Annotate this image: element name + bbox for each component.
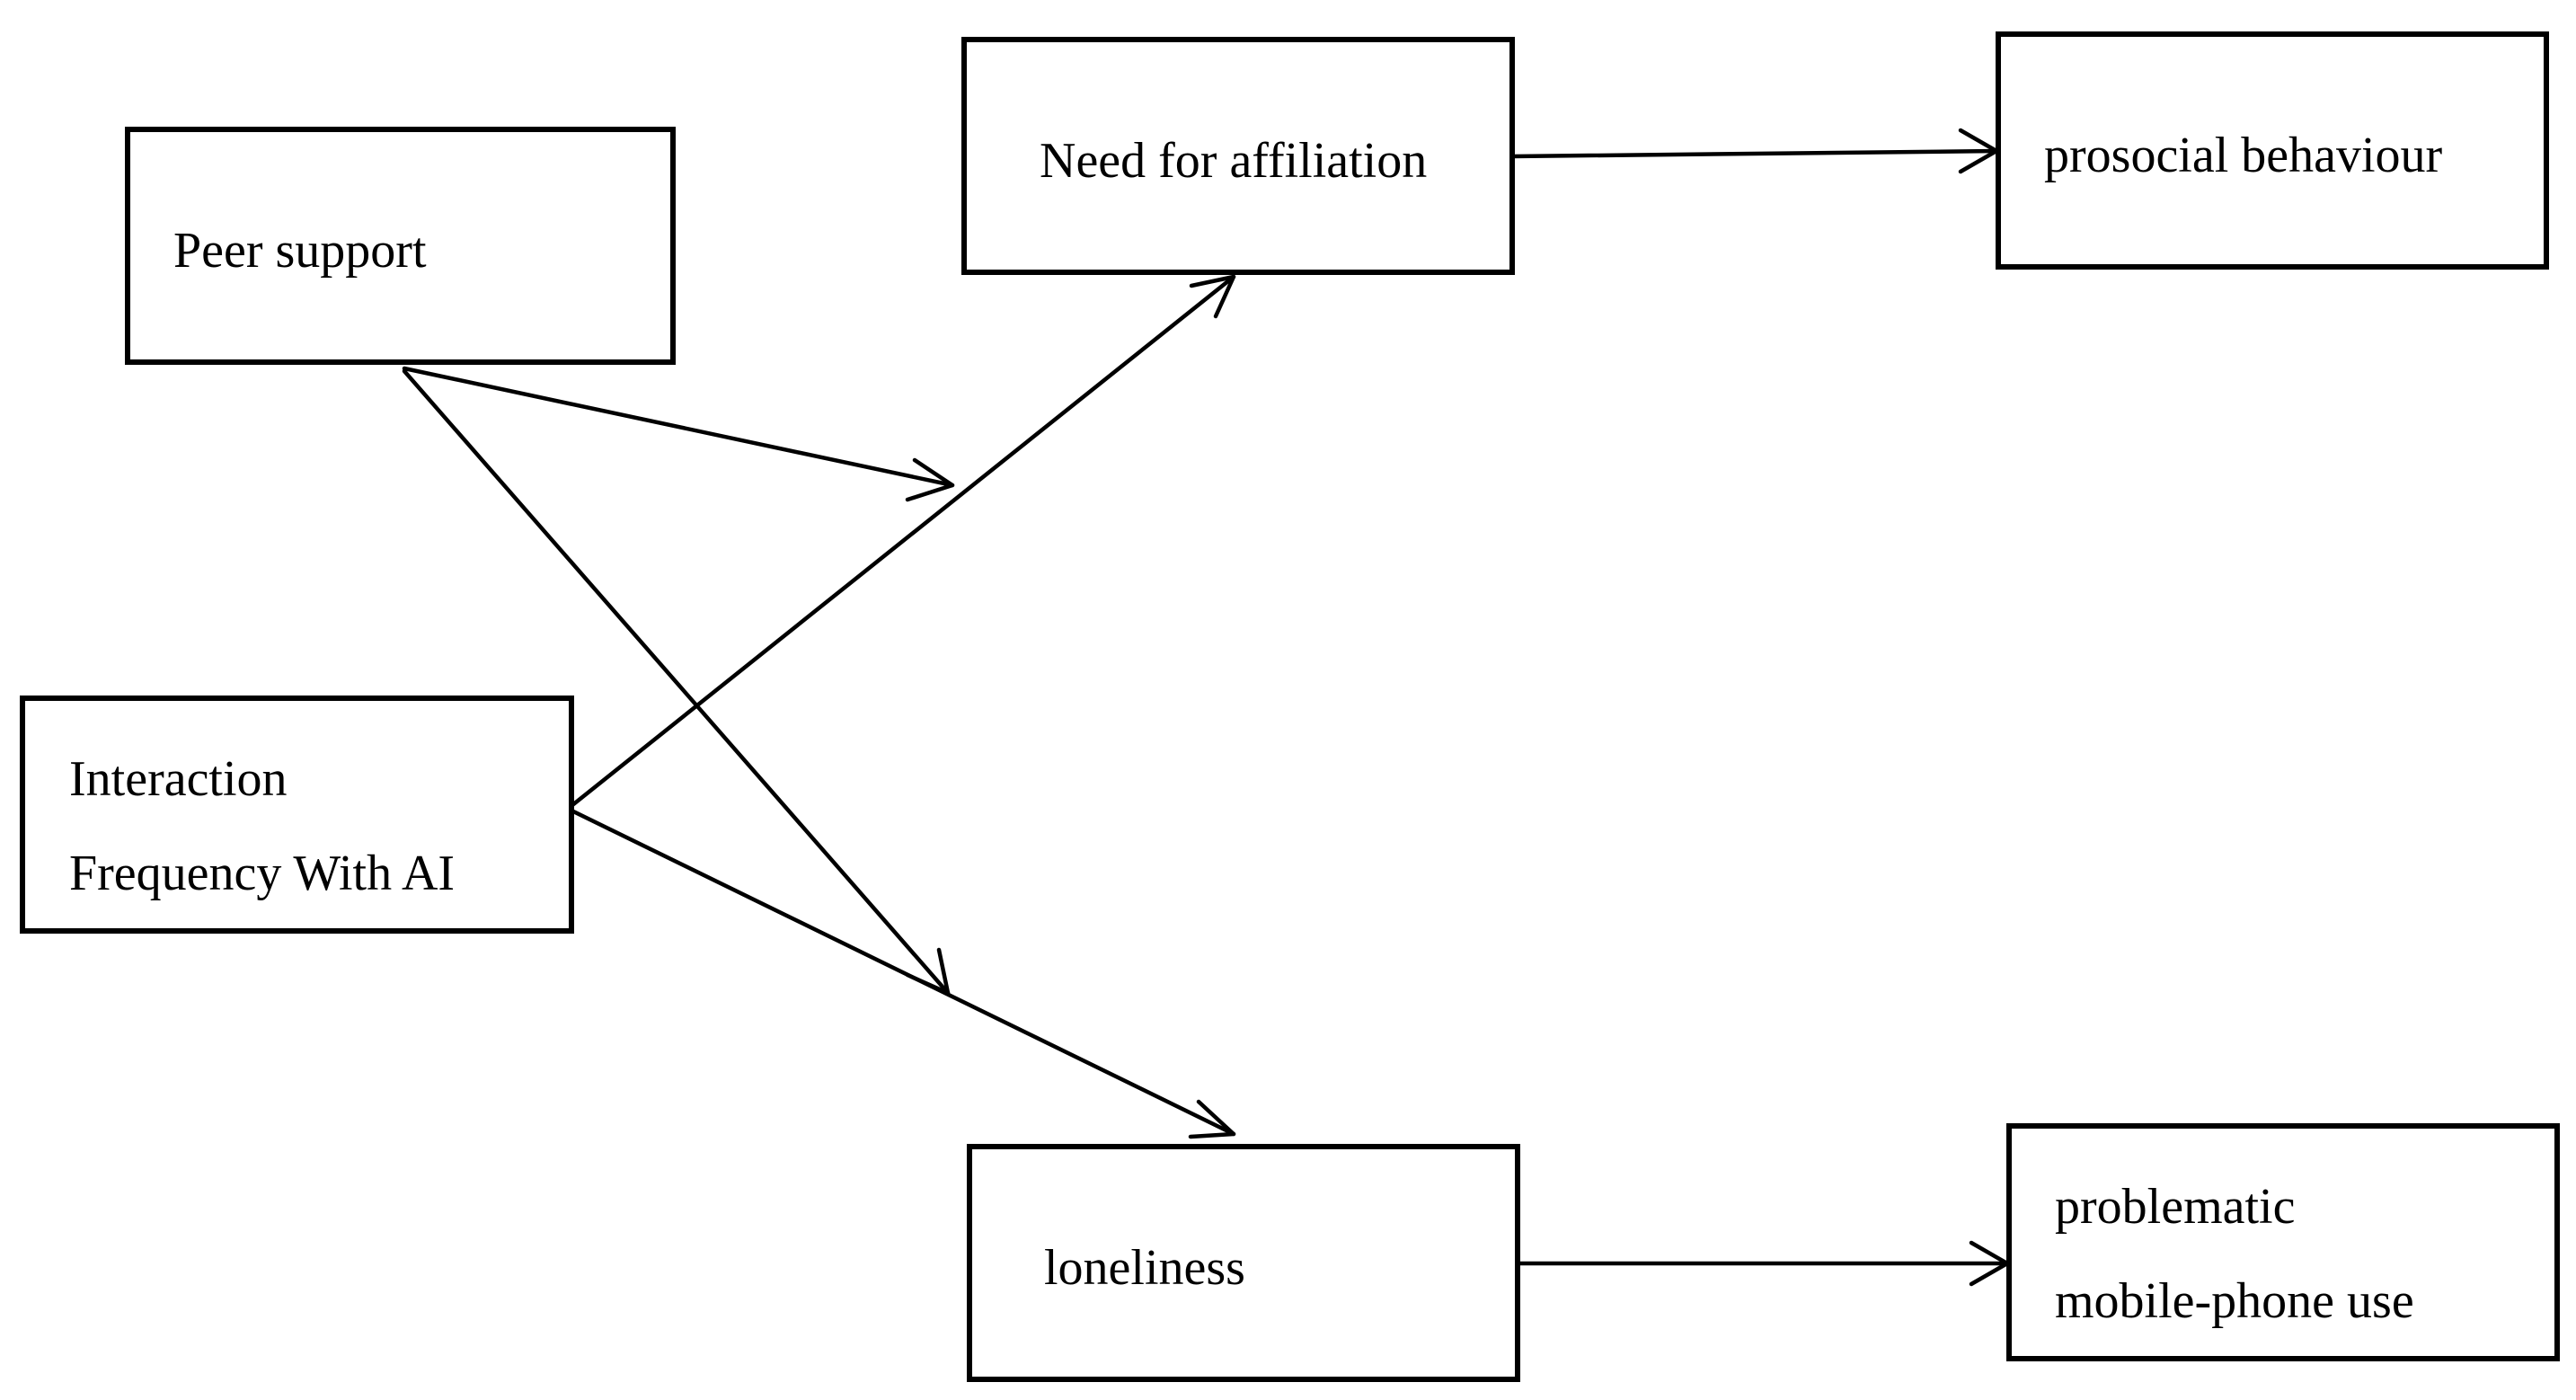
node-problematic-mobile-phone-use-label-line2: mobile-phone use [2055,1273,2414,1329]
node-prosocial-behaviour-label: prosocial behaviour [2044,128,2443,183]
node-peer-support-label: Peer support [173,223,427,279]
node-interaction-frequency-label-line1: Interaction [69,751,288,807]
moderation-arrow-peer-to-loneliness-path [402,368,951,996]
node-problematic-mobile-phone-use: problematic mobile-phone use [2006,1123,2560,1361]
node-problematic-mobile-phone-use-label-line1: problematic [2055,1179,2296,1235]
node-need-for-affiliation: Need for affiliation [961,37,1515,275]
arrow-ai-to-affiliation [565,274,1236,811]
node-prosocial-behaviour: prosocial behaviour [1996,31,2549,270]
moderation-arrow-peer-to-affiliation-path [402,366,955,502]
node-interaction-frequency-with-ai: Interaction Frequency With AI [20,696,574,934]
node-peer-support: Peer support [125,127,676,365]
node-loneliness-label: loneliness [1044,1240,1245,1296]
arrow-affiliation-to-prosocial [1509,128,1999,174]
node-loneliness: loneliness [967,1144,1520,1382]
node-interaction-frequency-label-line2: Frequency With AI [69,846,456,901]
arrow-ai-to-loneliness [565,806,1236,1139]
node-need-for-affiliation-label: Need for affiliation [1040,133,1428,189]
arrow-loneliness-to-mobile-use [1515,1240,2010,1287]
